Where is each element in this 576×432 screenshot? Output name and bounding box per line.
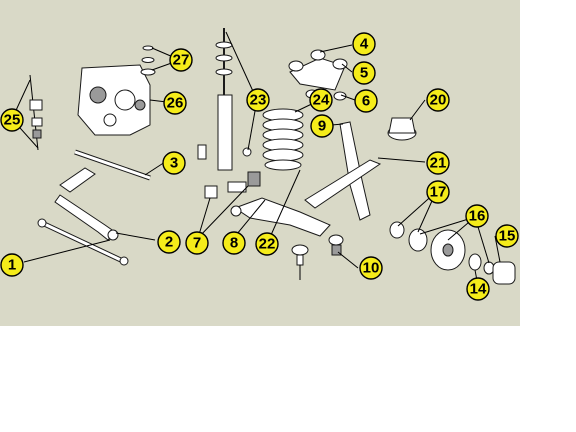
svg-text:25: 25 (4, 112, 21, 129)
callout-25: 25 (0, 108, 24, 132)
svg-text:4: 4 (360, 36, 369, 53)
svg-text:6: 6 (362, 93, 370, 110)
page-blank-area (0, 326, 576, 432)
svg-text:3: 3 (170, 155, 178, 172)
callout-16: 16 (465, 204, 489, 228)
part-upper-control-arm (288, 49, 348, 101)
svg-text:1: 1 (8, 257, 16, 274)
svg-text:20: 20 (430, 92, 447, 109)
callout-8: 8 (222, 231, 246, 255)
svg-text:27: 27 (173, 52, 190, 69)
callout-24: 24 (309, 88, 333, 112)
callout-9: 9 (310, 114, 334, 138)
page-blank-right (520, 0, 576, 326)
part-shock-absorber (197, 28, 252, 171)
callout-15: 15 (495, 224, 519, 248)
svg-text:22: 22 (259, 236, 276, 253)
part-radius-arm (304, 121, 382, 221)
part-washers (140, 45, 156, 76)
callout-27: 27 (169, 48, 193, 72)
part-wheel-hub-assembly (389, 221, 516, 285)
svg-text:21: 21 (430, 155, 447, 172)
svg-text:23: 23 (250, 92, 267, 109)
callout-4: 4 (352, 32, 376, 56)
svg-text:7: 7 (193, 235, 201, 252)
callout-10: 10 (359, 256, 383, 280)
callout-5: 5 (352, 61, 376, 85)
svg-text:15: 15 (499, 228, 516, 245)
svg-text:2: 2 (165, 234, 173, 251)
part-coil-spring (262, 108, 304, 171)
svg-text:5: 5 (360, 65, 368, 82)
part-link-stack (29, 74, 43, 151)
callout-21: 21 (426, 151, 450, 175)
part-steering-arm (59, 149, 151, 193)
part-ball-joint-lower (291, 244, 309, 280)
callout-23: 23 (246, 88, 270, 112)
svg-text:24: 24 (313, 92, 330, 109)
callout-20: 20 (426, 88, 450, 112)
part-strut-mount (387, 117, 417, 141)
part-steering-gearbox (77, 64, 151, 136)
callout-17: 17 (426, 180, 450, 204)
svg-text:16: 16 (469, 208, 486, 225)
svg-text:26: 26 (167, 95, 184, 112)
svg-text:14: 14 (470, 281, 487, 298)
part-ball-joint (328, 234, 344, 256)
callout-3: 3 (162, 151, 186, 175)
callout-26: 26 (163, 91, 187, 115)
callout-2: 2 (157, 230, 181, 254)
callout-7: 7 (185, 231, 209, 255)
callout-14: 14 (466, 277, 490, 301)
svg-text:8: 8 (230, 235, 238, 252)
callout-6: 6 (354, 89, 378, 113)
part-tie-rod (37, 218, 129, 266)
svg-text:17: 17 (430, 184, 447, 201)
svg-text:9: 9 (318, 118, 326, 135)
svg-text:10: 10 (363, 260, 380, 277)
callout-1: 1 (0, 253, 24, 277)
callout-22: 22 (255, 232, 279, 256)
part-bushings (204, 171, 261, 199)
